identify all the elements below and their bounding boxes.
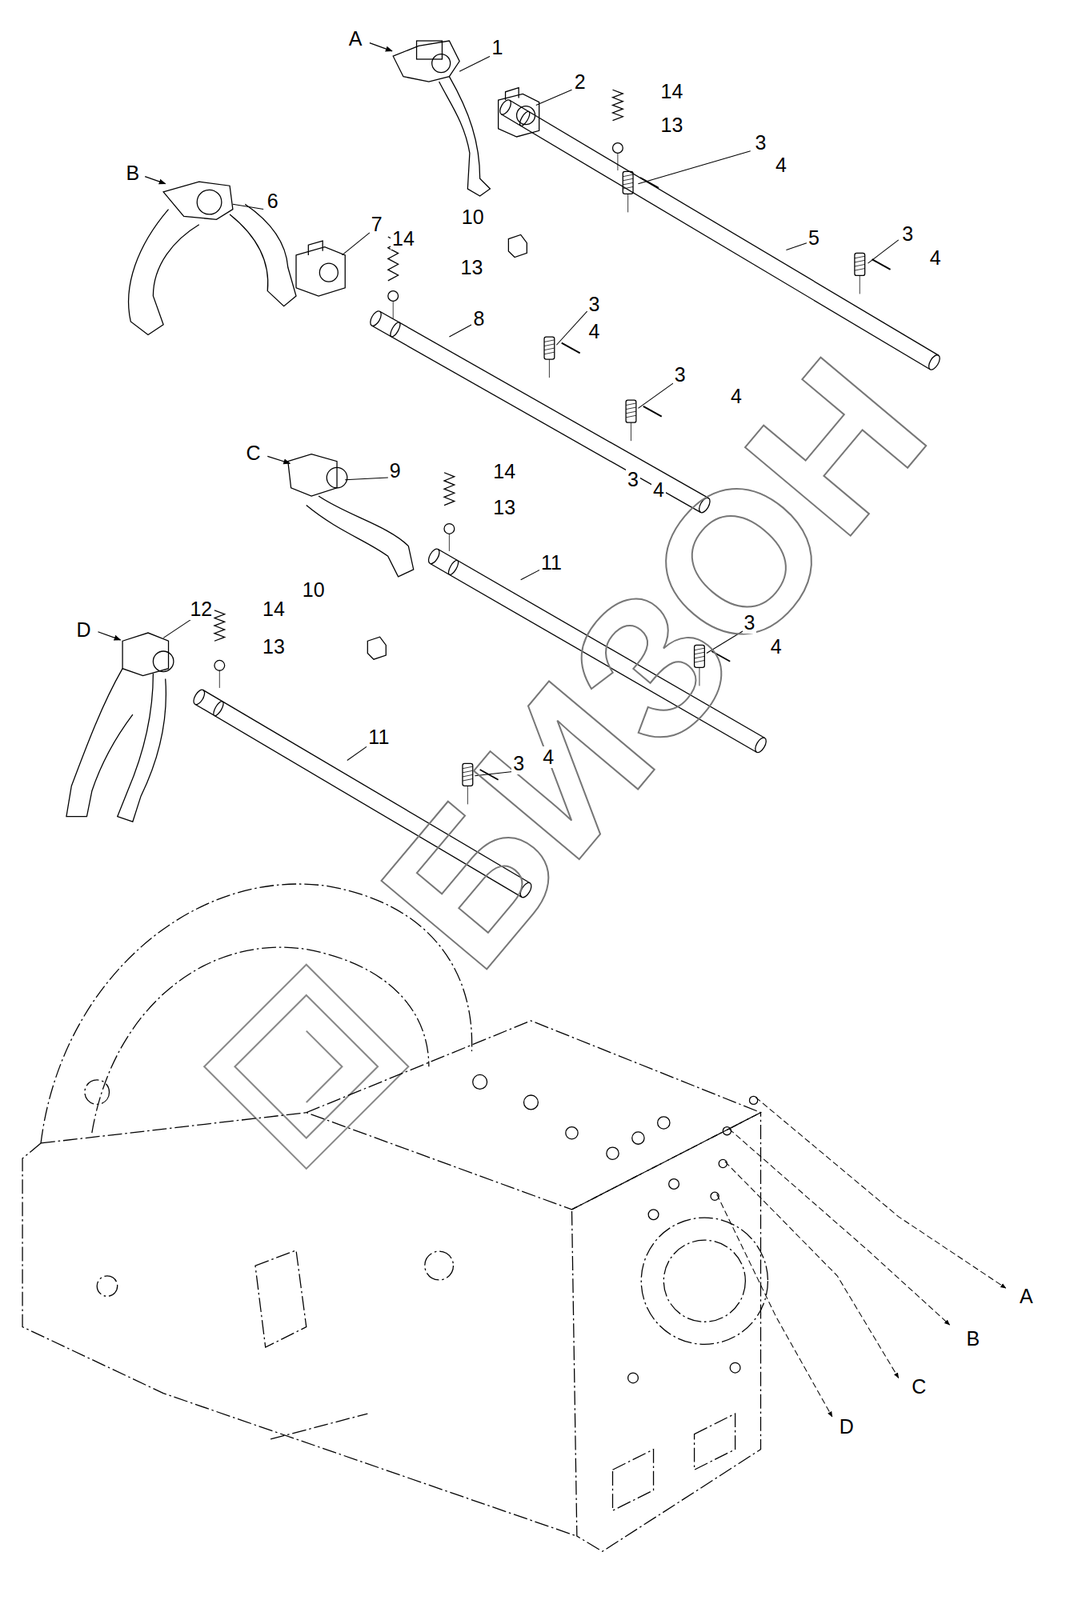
callout-number: 13 bbox=[260, 636, 287, 658]
callout-number: 11 bbox=[539, 552, 564, 574]
callout-number: 9 bbox=[388, 460, 403, 482]
callout-number: 14 bbox=[491, 460, 517, 483]
reference-letter: A bbox=[1017, 1286, 1035, 1308]
callout-number: 12 bbox=[188, 598, 214, 621]
callout-number: 10 bbox=[460, 206, 486, 229]
callout-number: 4 bbox=[651, 479, 666, 501]
reference-letter: A bbox=[347, 28, 365, 50]
callout-number: 2 bbox=[573, 71, 588, 93]
callout-number: 4 bbox=[729, 385, 744, 408]
reference-letter: B bbox=[965, 1328, 982, 1351]
callout-number: 14 bbox=[659, 80, 686, 103]
callout-number: 4 bbox=[769, 636, 784, 658]
shift-lever bbox=[288, 454, 414, 578]
callout-number: 6 bbox=[265, 190, 281, 213]
reference-letter: B bbox=[124, 162, 142, 185]
callout-number: 5 bbox=[806, 227, 822, 249]
shift-fork bbox=[66, 633, 174, 822]
watermark: БИЗОН bbox=[348, 327, 958, 1001]
reference-arrows bbox=[97, 43, 392, 641]
housing-holes bbox=[472, 1074, 758, 1383]
shift-block bbox=[498, 88, 540, 137]
callout-number: 3 bbox=[625, 468, 641, 491]
callout-number: 13 bbox=[659, 114, 686, 137]
shift-fork bbox=[128, 181, 297, 335]
callout-number: 3 bbox=[673, 364, 688, 386]
callout-number: 14 bbox=[390, 228, 417, 250]
callout-number: 3 bbox=[742, 612, 758, 634]
interlock-plug bbox=[367, 234, 527, 660]
callout-number: 4 bbox=[541, 746, 556, 769]
callout-number: 13 bbox=[491, 496, 517, 519]
callout-number: 4 bbox=[928, 247, 943, 269]
reference-letter: D bbox=[75, 619, 93, 642]
callout-number: 4 bbox=[587, 320, 602, 343]
callout-number: 1 bbox=[489, 36, 505, 59]
gearbox-housing bbox=[22, 884, 768, 1552]
reference-letter: D bbox=[837, 1416, 856, 1439]
location-leaders bbox=[717, 1098, 1006, 1418]
callout-number: 14 bbox=[260, 598, 287, 621]
callout-number: 8 bbox=[471, 308, 486, 330]
watermark-logo bbox=[204, 965, 409, 1170]
callout-number: 3 bbox=[587, 293, 602, 316]
shift-fork bbox=[392, 40, 490, 197]
callout-number: 11 bbox=[366, 726, 391, 749]
reference-letter: C bbox=[244, 442, 262, 465]
detent-springs bbox=[214, 89, 623, 689]
reference-letter: C bbox=[909, 1376, 928, 1399]
callout-number: 13 bbox=[459, 256, 485, 279]
callout-number: 10 bbox=[300, 579, 327, 602]
callout-number: 7 bbox=[369, 213, 385, 236]
callout-number: 3 bbox=[753, 132, 769, 154]
callout-number: 3 bbox=[900, 223, 915, 245]
callout-number: 3 bbox=[511, 753, 526, 775]
shift-block bbox=[296, 240, 345, 297]
callout-number: 4 bbox=[773, 154, 789, 177]
